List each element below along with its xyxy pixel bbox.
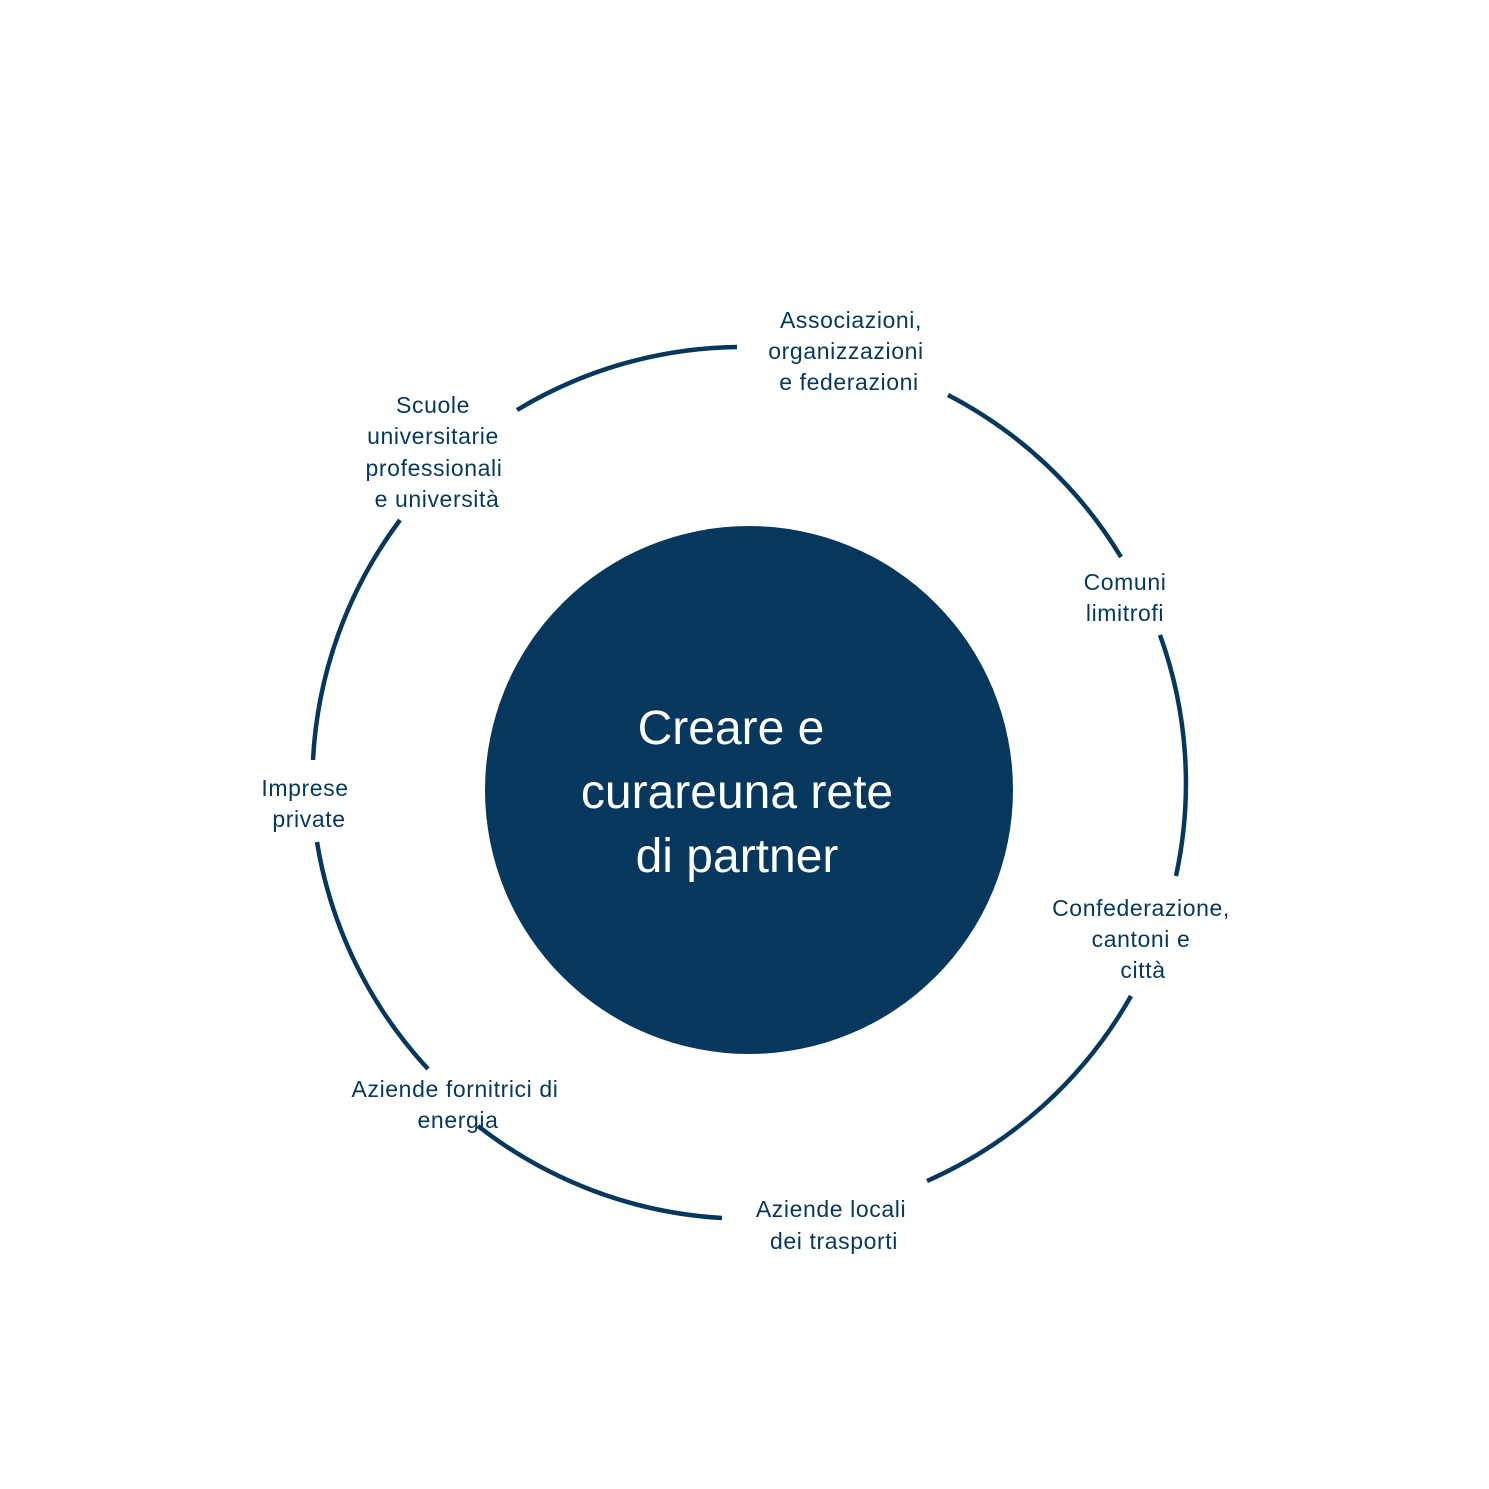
partner-label-confederazione: Confederazione, cantoni e città [1052, 895, 1230, 983]
partner-label-line: dei trasporti [770, 1228, 898, 1254]
outer-ring [310, 344, 1189, 1221]
partner-label-line: limitrofi [1086, 600, 1164, 626]
ring-arc-bottom [476, 1124, 723, 1221]
partner-label-scuole: Scuole universitarie professionali e uni… [366, 392, 503, 512]
svg-text:Creare e: Creare e [638, 702, 825, 755]
partner-label-line: private [272, 806, 345, 832]
partner-label-line: organizzazioni [768, 338, 923, 364]
partner-label-energia: Aziende fornitrici di energia [352, 1076, 559, 1133]
partner-label-line: Imprese [261, 775, 348, 801]
svg-text:di partner: di partner [636, 830, 839, 883]
center-title-line-2: curareuna rete [581, 766, 893, 819]
ring-arc-left [310, 518, 402, 761]
ring-arc-right [1157, 634, 1189, 877]
center-title-line-1: Creare e [638, 702, 825, 755]
partner-label-line: città [1120, 957, 1165, 983]
center-title-line-3: di partner [636, 830, 839, 883]
ring-arc-bottom-right [926, 994, 1133, 1184]
partner-label-imprese: Imprese private [261, 775, 348, 832]
partner-label-line: Aziende fornitrici di [352, 1076, 559, 1102]
partner-label-line: professionali [366, 455, 503, 481]
partner-label-line: Associazioni, [780, 307, 922, 333]
ring-arc-bottom-left [314, 841, 430, 1071]
partner-label-line: e università [375, 486, 500, 512]
ring-arc-top [515, 344, 738, 412]
partner-label-line: Confederazione, [1052, 895, 1230, 921]
partner-label-associazioni: Associazioni, organizzazioni e federazio… [768, 307, 923, 395]
partner-label-line: Scuole [396, 392, 470, 418]
center-title: Creare e curareuna rete di partner [581, 702, 893, 883]
center-circle [485, 526, 1013, 1054]
partner-label-line: universitarie [367, 423, 499, 449]
partner-label-line: Aziende locali [756, 1196, 906, 1222]
ring-arc-top-right [946, 393, 1123, 559]
svg-text:curareuna rete: curareuna rete [581, 766, 893, 819]
partner-label-line: cantoni e [1092, 926, 1191, 952]
partner-label-line: e federazioni [779, 369, 919, 395]
partner-label-comuni: Comuni limitrofi [1084, 569, 1167, 626]
partner-label-line: Comuni [1084, 569, 1167, 595]
partner-label-line: energia [418, 1107, 499, 1133]
partner-label-trasporti: Aziende locali dei trasporti [756, 1196, 906, 1254]
